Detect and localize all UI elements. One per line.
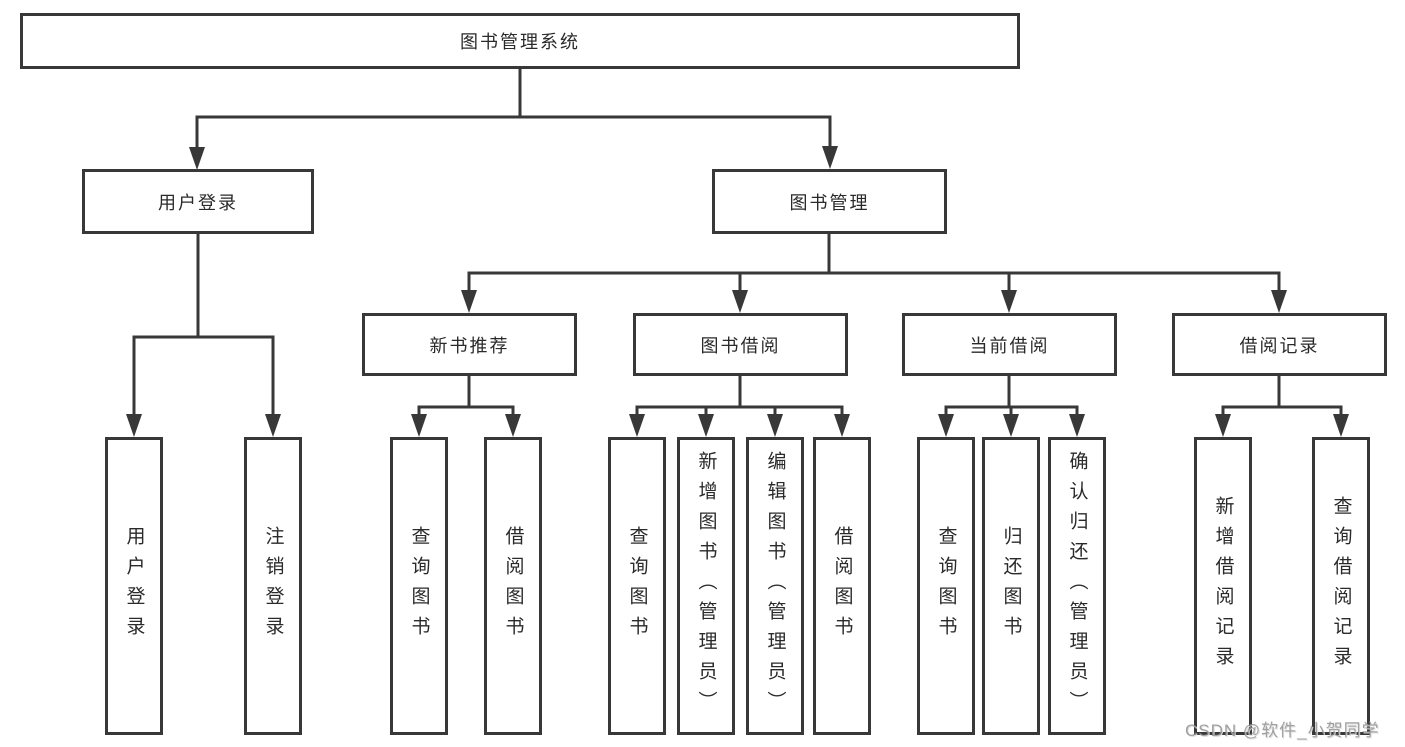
leaf-borrow-book-recommend: 借阅图书 bbox=[484, 437, 542, 735]
leaf-add-borrow-record-label: 新增借阅记录 bbox=[1212, 496, 1234, 676]
csdn-watermark: CSDN @软件_小贺同学 bbox=[1185, 721, 1380, 740]
leaf-return-book: 归还图书 bbox=[982, 437, 1040, 735]
leaf-borrow-book-borrow-label: 借阅图书 bbox=[831, 526, 853, 646]
leaf-query-book-current-label: 查询图书 bbox=[935, 526, 957, 646]
node-book-borrow: 图书借阅 bbox=[633, 313, 848, 376]
node-borrow-records-label: 借阅记录 bbox=[1239, 335, 1320, 356]
leaf-query-book-recommend-label: 查询图书 bbox=[408, 526, 430, 646]
leaf-borrow-book-recommend-label: 借阅图书 bbox=[502, 526, 524, 646]
leaf-query-borrow-record-label: 查询借阅记录 bbox=[1330, 496, 1352, 676]
node-book-borrow-label: 图书借阅 bbox=[700, 335, 781, 356]
node-book-management-label: 图书管理 bbox=[789, 192, 870, 213]
leaf-query-book-recommend: 查询图书 bbox=[390, 437, 448, 735]
leaf-return-book-label: 归还图书 bbox=[1000, 526, 1022, 646]
leaf-confirm-return-admin-label: 确认归还（管理员） bbox=[1066, 451, 1088, 721]
leaf-logout: 注销登录 bbox=[244, 437, 302, 735]
node-current-borrow: 当前借阅 bbox=[902, 313, 1117, 376]
leaf-add-book-admin-label: 新增图书（管理员） bbox=[695, 451, 717, 721]
node-borrow-records: 借阅记录 bbox=[1172, 313, 1387, 376]
leaf-user-login-label: 用户登录 bbox=[123, 526, 145, 646]
node-new-book-recommend: 新书推荐 bbox=[362, 313, 577, 376]
leaf-edit-book-admin-label: 编辑图书（管理员） bbox=[764, 451, 786, 721]
leaf-edit-book-admin: 编辑图书（管理员） bbox=[746, 437, 804, 735]
leaf-logout-label: 注销登录 bbox=[262, 526, 284, 646]
leaf-confirm-return-admin: 确认归还（管理员） bbox=[1048, 437, 1106, 735]
node-user-login: 用户登录 bbox=[82, 169, 314, 234]
leaf-add-borrow-record: 新增借阅记录 bbox=[1194, 437, 1252, 735]
leaf-query-book-borrow: 查询图书 bbox=[608, 437, 666, 735]
node-current-borrow-label: 当前借阅 bbox=[969, 335, 1050, 356]
leaf-add-book-admin: 新增图书（管理员） bbox=[677, 437, 735, 735]
leaf-query-book-current: 查询图书 bbox=[917, 437, 975, 735]
node-root: 图书管理系统 bbox=[20, 13, 1020, 69]
leaf-user-login: 用户登录 bbox=[105, 437, 163, 735]
node-root-label: 图书管理系统 bbox=[460, 32, 580, 52]
node-new-book-recommend-label: 新书推荐 bbox=[429, 335, 510, 356]
node-book-management: 图书管理 bbox=[712, 169, 947, 234]
leaf-query-book-borrow-label: 查询图书 bbox=[626, 526, 648, 646]
node-user-login-label: 用户登录 bbox=[158, 192, 238, 213]
leaf-borrow-book-borrow: 借阅图书 bbox=[813, 437, 871, 735]
leaf-query-borrow-record: 查询借阅记录 bbox=[1312, 437, 1370, 735]
